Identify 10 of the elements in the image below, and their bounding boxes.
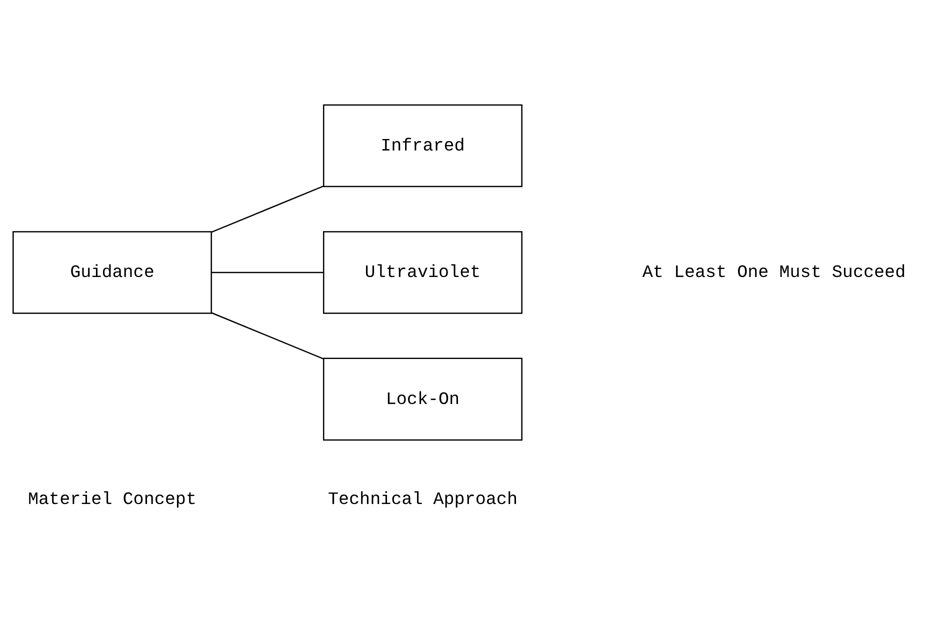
connector [211, 312, 324, 360]
node-box: Infrared [323, 104, 522, 188]
connector [211, 272, 324, 274]
connector [211, 186, 324, 233]
label: Materiel Concept [28, 490, 196, 510]
node-box: Lock-On [323, 358, 522, 441]
label: At Least One Must Succeed [642, 263, 906, 284]
label: Technical Approach [328, 490, 518, 510]
node-box: Guidance [12, 231, 212, 314]
node-box: Ultraviolet [323, 231, 522, 314]
